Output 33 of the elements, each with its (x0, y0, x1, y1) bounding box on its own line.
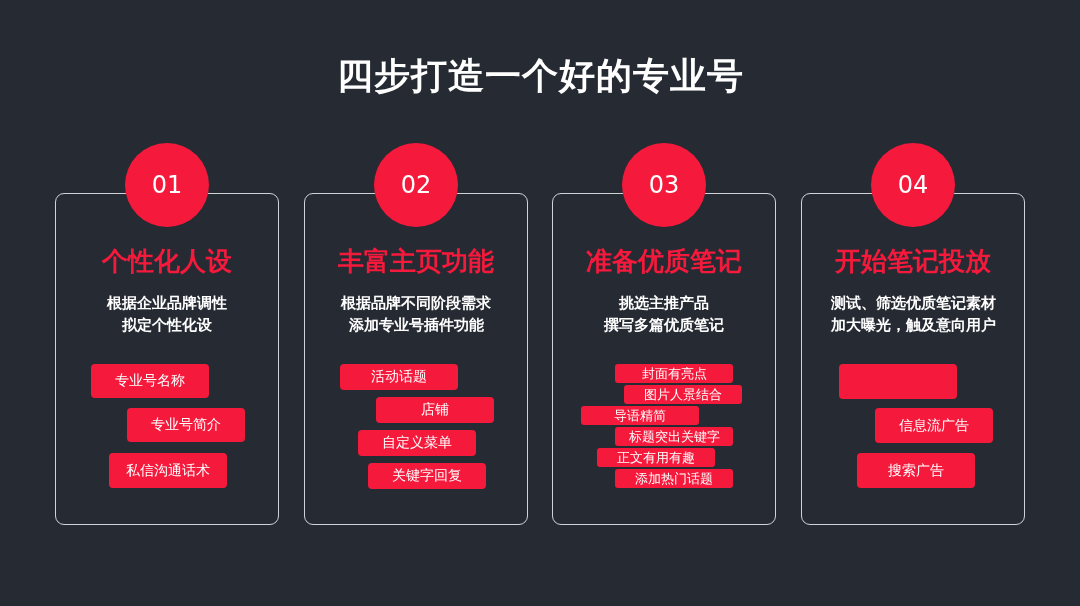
tag: 店铺 (376, 397, 494, 423)
tag: 正文有用有趣 (597, 448, 715, 467)
step-heading: 个性化人设 (101, 245, 233, 278)
tag (839, 364, 957, 399)
tag: 封面有亮点 (615, 364, 733, 383)
step-description: 根据品牌不同阶段需求添加专业号插件功能 (339, 293, 492, 336)
step-description: 挑选主推产品撰写多篇优质笔记 (603, 293, 725, 336)
tag: 专业号名称 (91, 364, 209, 398)
step-card (801, 193, 1025, 525)
step-number: 04 (897, 171, 929, 199)
tag: 活动话题 (340, 364, 458, 390)
tag: 导语精简 (581, 406, 699, 425)
step-number: 02 (400, 171, 432, 199)
tag: 私信沟通话术 (109, 453, 227, 488)
tag: 图片人景结合 (624, 385, 742, 404)
tag: 标题突出关键字 (615, 427, 733, 446)
tag: 自定义菜单 (358, 430, 476, 456)
step-card (552, 193, 776, 525)
step-description: 测试、筛选优质笔记素材加大曝光，触及意向用户 (829, 293, 997, 336)
page-title: 四步打造一个好的专业号 (335, 54, 745, 98)
tag: 关键字回复 (368, 463, 486, 489)
tag: 专业号简介 (127, 408, 245, 442)
step-number: 01 (151, 171, 183, 199)
step-card (55, 193, 279, 525)
tag: 添加热门话题 (615, 469, 733, 488)
step-description: 根据企业品牌调性拟定个性化设 (105, 293, 228, 336)
step-heading: 准备优质笔记 (585, 245, 743, 278)
tag: 信息流广告 (875, 408, 993, 443)
tag: 搜索广告 (857, 453, 975, 488)
step-heading: 丰富主页功能 (337, 245, 495, 278)
step-card (304, 193, 528, 525)
step-number: 03 (648, 171, 680, 199)
step-heading: 开始笔记投放 (834, 245, 992, 278)
